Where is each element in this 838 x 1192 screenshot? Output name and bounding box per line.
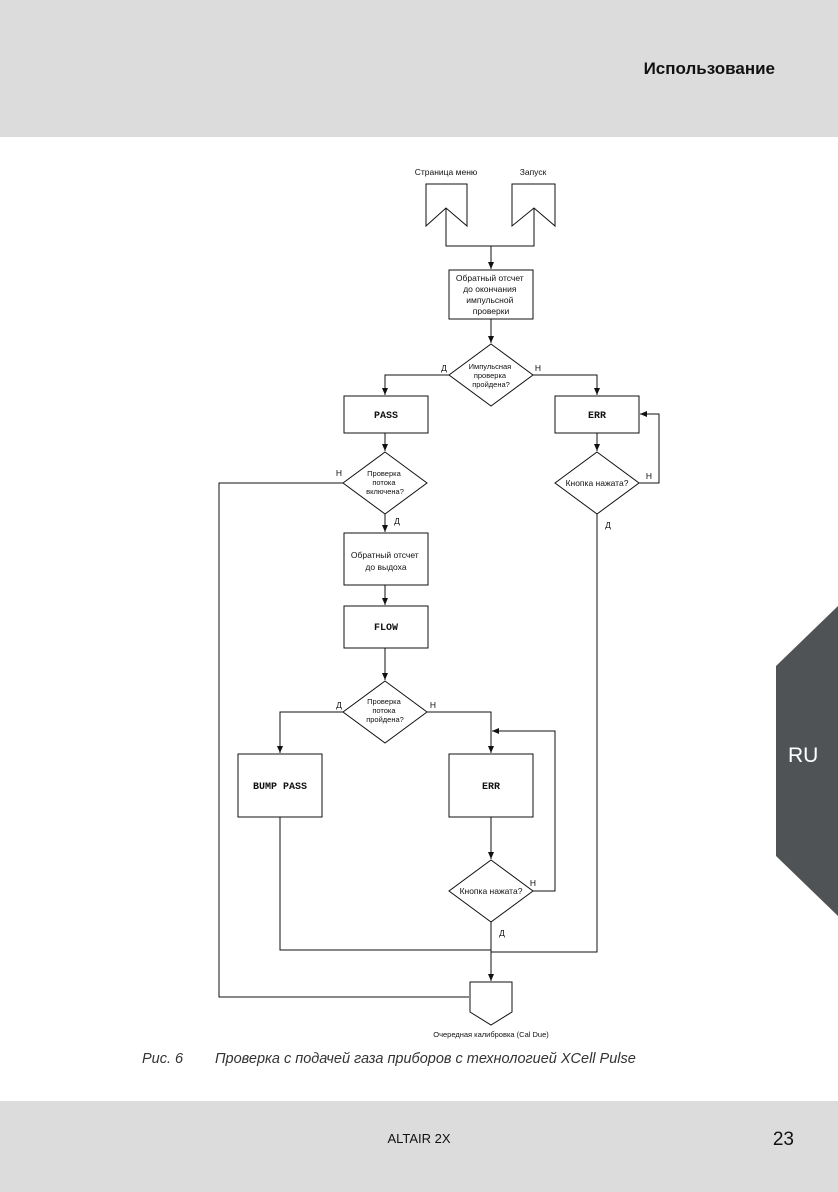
label-no: Н: [430, 700, 436, 710]
arrow: [533, 374, 600, 395]
bump-pass-box: [237, 753, 323, 818]
language-label: RU: [788, 744, 819, 767]
figure-caption: Проверка с подачей газа приборов с техно…: [215, 1051, 636, 1067]
connector-line: [445, 208, 535, 247]
end-connector-cal-due: [469, 981, 513, 1026]
language-tab: [776, 606, 838, 916]
flowchart: Страница меню Запуск Обратный отсчет до …: [218, 167, 660, 1039]
label-yes: Д: [605, 520, 611, 530]
err-text-2: ERR: [482, 782, 500, 793]
decision-bump-passed: [448, 343, 534, 407]
decision-flow-passed: [342, 680, 428, 744]
countdown-bump-box: [448, 269, 534, 320]
label-yes: Д: [336, 700, 342, 710]
page-number: 23: [772, 1129, 794, 1150]
start-connector-launch: [511, 183, 556, 228]
label-no: Н: [535, 363, 541, 373]
flow-box: [343, 605, 429, 649]
label-yes: Д: [441, 363, 447, 373]
connector-line: [279, 817, 491, 951]
figure-number: Рис. 6: [142, 1051, 184, 1067]
flow-text: FLOW: [374, 623, 398, 634]
start-label-menu: Страница меню: [415, 167, 478, 177]
loop-arrow: [492, 728, 556, 892]
countdown-exhale-text: Обратный отсчет до выдоха: [351, 550, 421, 572]
countdown-bump-text: Обратный отсчет до окончания импульсной …: [456, 273, 526, 316]
decision-flow-enabled-text: Проверка потока включена?: [366, 469, 404, 496]
decision-button-2-text: Кнопка нажата?: [460, 886, 523, 896]
bump-pass-text: BUMP PASS: [253, 782, 307, 793]
page-header: Использование: [0, 0, 838, 137]
decision-button-1-text: Кнопка нажата?: [566, 478, 629, 488]
err-text-1: ERR: [588, 411, 606, 422]
arrow: [382, 374, 449, 395]
section-title: Использование: [643, 59, 775, 78]
page-footer: ALTAIR 2X 23: [0, 1101, 838, 1192]
connector-line: [218, 482, 469, 998]
product-name: ALTAIR 2X: [387, 1131, 451, 1146]
label-yes: Д: [394, 516, 400, 526]
loop-arrow: [639, 411, 660, 484]
arrow: [427, 711, 494, 753]
start-connector-menu: [425, 183, 468, 228]
arrow: [277, 711, 343, 753]
countdown-exhale-box: [343, 532, 429, 586]
start-label-launch: Запуск: [520, 167, 547, 177]
label-no: Н: [530, 878, 536, 888]
label-no: Н: [646, 471, 652, 481]
decision-flow-passed-text: Проверка потока пройдена?: [366, 697, 404, 724]
end-label-cal-due: Очередная калибровка (Cal Due): [433, 1030, 549, 1039]
pass-box: [343, 395, 429, 434]
label-yes: Д: [499, 928, 505, 938]
label-no: Н: [336, 468, 342, 478]
pass-text: PASS: [374, 411, 398, 422]
connector-line: [491, 514, 598, 953]
err-box-1: [554, 395, 640, 434]
decision-bump-passed-text: Импульсная проверка пройдена?: [469, 362, 514, 389]
